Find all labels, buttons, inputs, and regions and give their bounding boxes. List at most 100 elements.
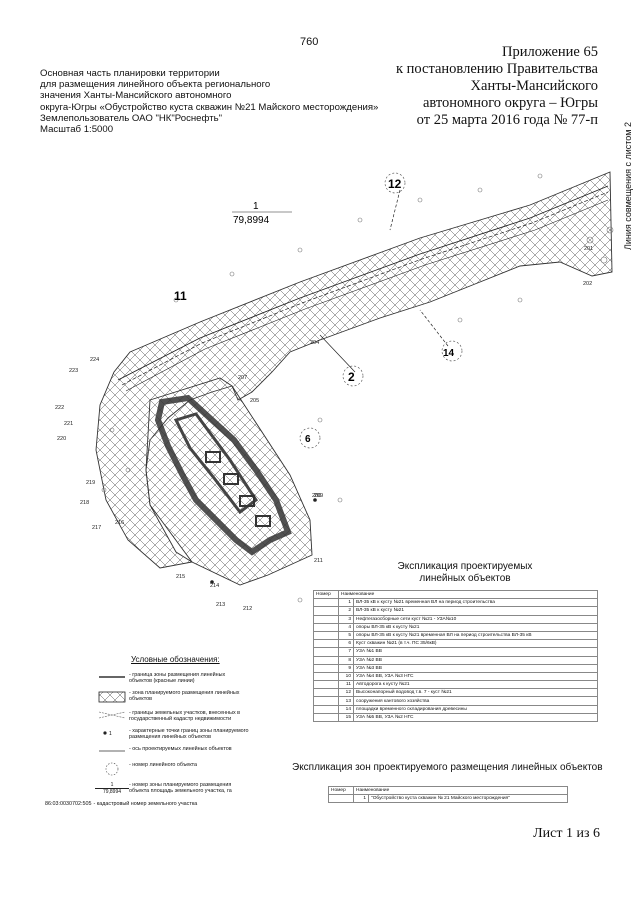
- appendix-line: автономного округа – Югры: [422, 95, 598, 111]
- linear-objects-table-title: Экспликация проектируемых линейных объек…: [370, 561, 560, 585]
- legend-item: - граница зоны размещения линейных объек…: [95, 672, 295, 684]
- point-label: 221: [64, 421, 73, 427]
- legend-title: Условные обозначения:: [131, 655, 220, 664]
- legend: Условные обозначения: - граница зоны раз…: [45, 655, 295, 807]
- zones-table-title: Экспликация зон проектируемого размещени…: [292, 762, 603, 773]
- point-label: 212: [243, 606, 252, 612]
- point-label: 215: [176, 574, 185, 580]
- appendix-line: от 25 марта 2016 года № 77-п: [416, 112, 598, 128]
- callout-circle: [384, 172, 406, 194]
- sheet-number: Лист 1 из 6: [533, 826, 600, 841]
- page-number: 760: [300, 36, 319, 48]
- table-title-line: линейных объектов: [419, 573, 511, 584]
- legend-label: - границы земельных участков, внесенных …: [129, 710, 240, 722]
- point-label: 204: [310, 340, 319, 346]
- hatched-corridor: [95, 171, 613, 569]
- object-axis-line: [117, 185, 609, 381]
- legend-item: - зона планируемого размещения линейных …: [95, 690, 295, 704]
- well-pad-box: [205, 451, 221, 463]
- legend-item: - номер линейного объекта: [95, 762, 295, 776]
- point-label: 218: [80, 500, 89, 506]
- cadastral-number-icon: 86:03:0030702:505: [45, 801, 92, 807]
- well-pad-box: [223, 473, 239, 485]
- title-line: для размещения линейного объекта региона…: [40, 79, 271, 91]
- point-label: 213: [216, 602, 225, 608]
- well-pad-box: [255, 515, 271, 527]
- land-plot-boundary-icon: [98, 711, 126, 719]
- callout-leader: [389, 189, 401, 231]
- point-label: 209: [314, 493, 323, 499]
- point-label: 207: [238, 375, 247, 381]
- table-header-row: Номер Наименование: [328, 785, 568, 796]
- hatched-zone-icon: [98, 691, 126, 703]
- point-label: 200: [312, 493, 321, 499]
- title-block: Основная часть планировки территории для…: [40, 68, 420, 135]
- callout-leader: [419, 309, 449, 347]
- callout-circle: [342, 365, 364, 387]
- vegetation-marks: [101, 173, 614, 603]
- legend-item: 1 - характерные точки границ зоны планир…: [95, 728, 295, 740]
- legend-label: - характерные точки границ зоны планируе…: [129, 728, 249, 740]
- legend-item: - границы земельных участков, внесенных …: [95, 710, 295, 722]
- point-label: 201: [584, 246, 593, 252]
- table-title-line: Экспликация проектируемых: [397, 561, 533, 572]
- well-pad-box: [239, 495, 255, 507]
- zone-number-area-icon: 1 79,8994: [95, 782, 129, 795]
- appendix-block: Приложение 65 к постановлению Правительс…: [338, 44, 598, 129]
- callout-number: 12: [388, 177, 402, 191]
- legend-label: - номер линейного объекта: [129, 762, 198, 768]
- point-label: 216: [115, 520, 124, 526]
- characteristic-point-icon: 1: [103, 731, 112, 737]
- legend-item: 86:03:0030702:505 - кадастровый номер зе…: [45, 801, 295, 807]
- callout-circle: [299, 427, 321, 449]
- legend-label: - кадастровый номер земельного участка: [93, 801, 198, 807]
- point-label: 220: [57, 436, 66, 442]
- callout-number: 14: [443, 348, 455, 359]
- table-header-row: Номер Наименование: [313, 589, 598, 600]
- title-line: значения Ханты-Мансийского автономного: [40, 90, 232, 102]
- appendix-line: Ханты-Мансийского: [470, 78, 598, 94]
- callout-number: 11: [174, 289, 187, 303]
- object-axis-icon: [99, 750, 125, 752]
- appendix-line: Приложение 65: [502, 44, 598, 60]
- point-label: 211: [314, 558, 323, 564]
- point-label: 224: [90, 357, 99, 363]
- legend-item: - ось проектируемых линейных объектов: [95, 746, 295, 756]
- legend-label: - граница зоны размещения линейных объек…: [129, 672, 226, 684]
- point-label: 223: [69, 368, 78, 374]
- callout-circle: [441, 340, 463, 362]
- zone-area: 79,8994: [233, 215, 270, 226]
- point-label: 222: [55, 405, 64, 411]
- point-label: 214: [210, 583, 219, 589]
- point-labels: 200 201 202 204 205 207 209 211 212 213 …: [55, 246, 593, 612]
- well-pad-outline: [154, 394, 292, 556]
- object-axis-line: [121, 191, 609, 386]
- legend-label: - ось проектируемых линейных объектов: [129, 746, 232, 752]
- table-header: Номер: [313, 589, 339, 600]
- legend-item: 1 79,8994 - номер зоны планируемого разм…: [95, 782, 295, 795]
- zones-table: Номер Наименование 1"Обустройство куста …: [328, 785, 568, 804]
- appendix-line: к постановлению Правительства: [396, 61, 598, 77]
- red-line-boundary-icon: [99, 676, 125, 678]
- title-line: Масштаб 1:5000: [40, 124, 114, 136]
- well-pad-area: [145, 377, 313, 586]
- legend-label: - номер зоны планируемого размещения объ…: [129, 782, 232, 794]
- object-axis-line: [125, 199, 609, 392]
- title-line: Землепользователь ОАО "НК"Роснефть": [40, 112, 222, 124]
- table-header: Номер: [328, 785, 354, 796]
